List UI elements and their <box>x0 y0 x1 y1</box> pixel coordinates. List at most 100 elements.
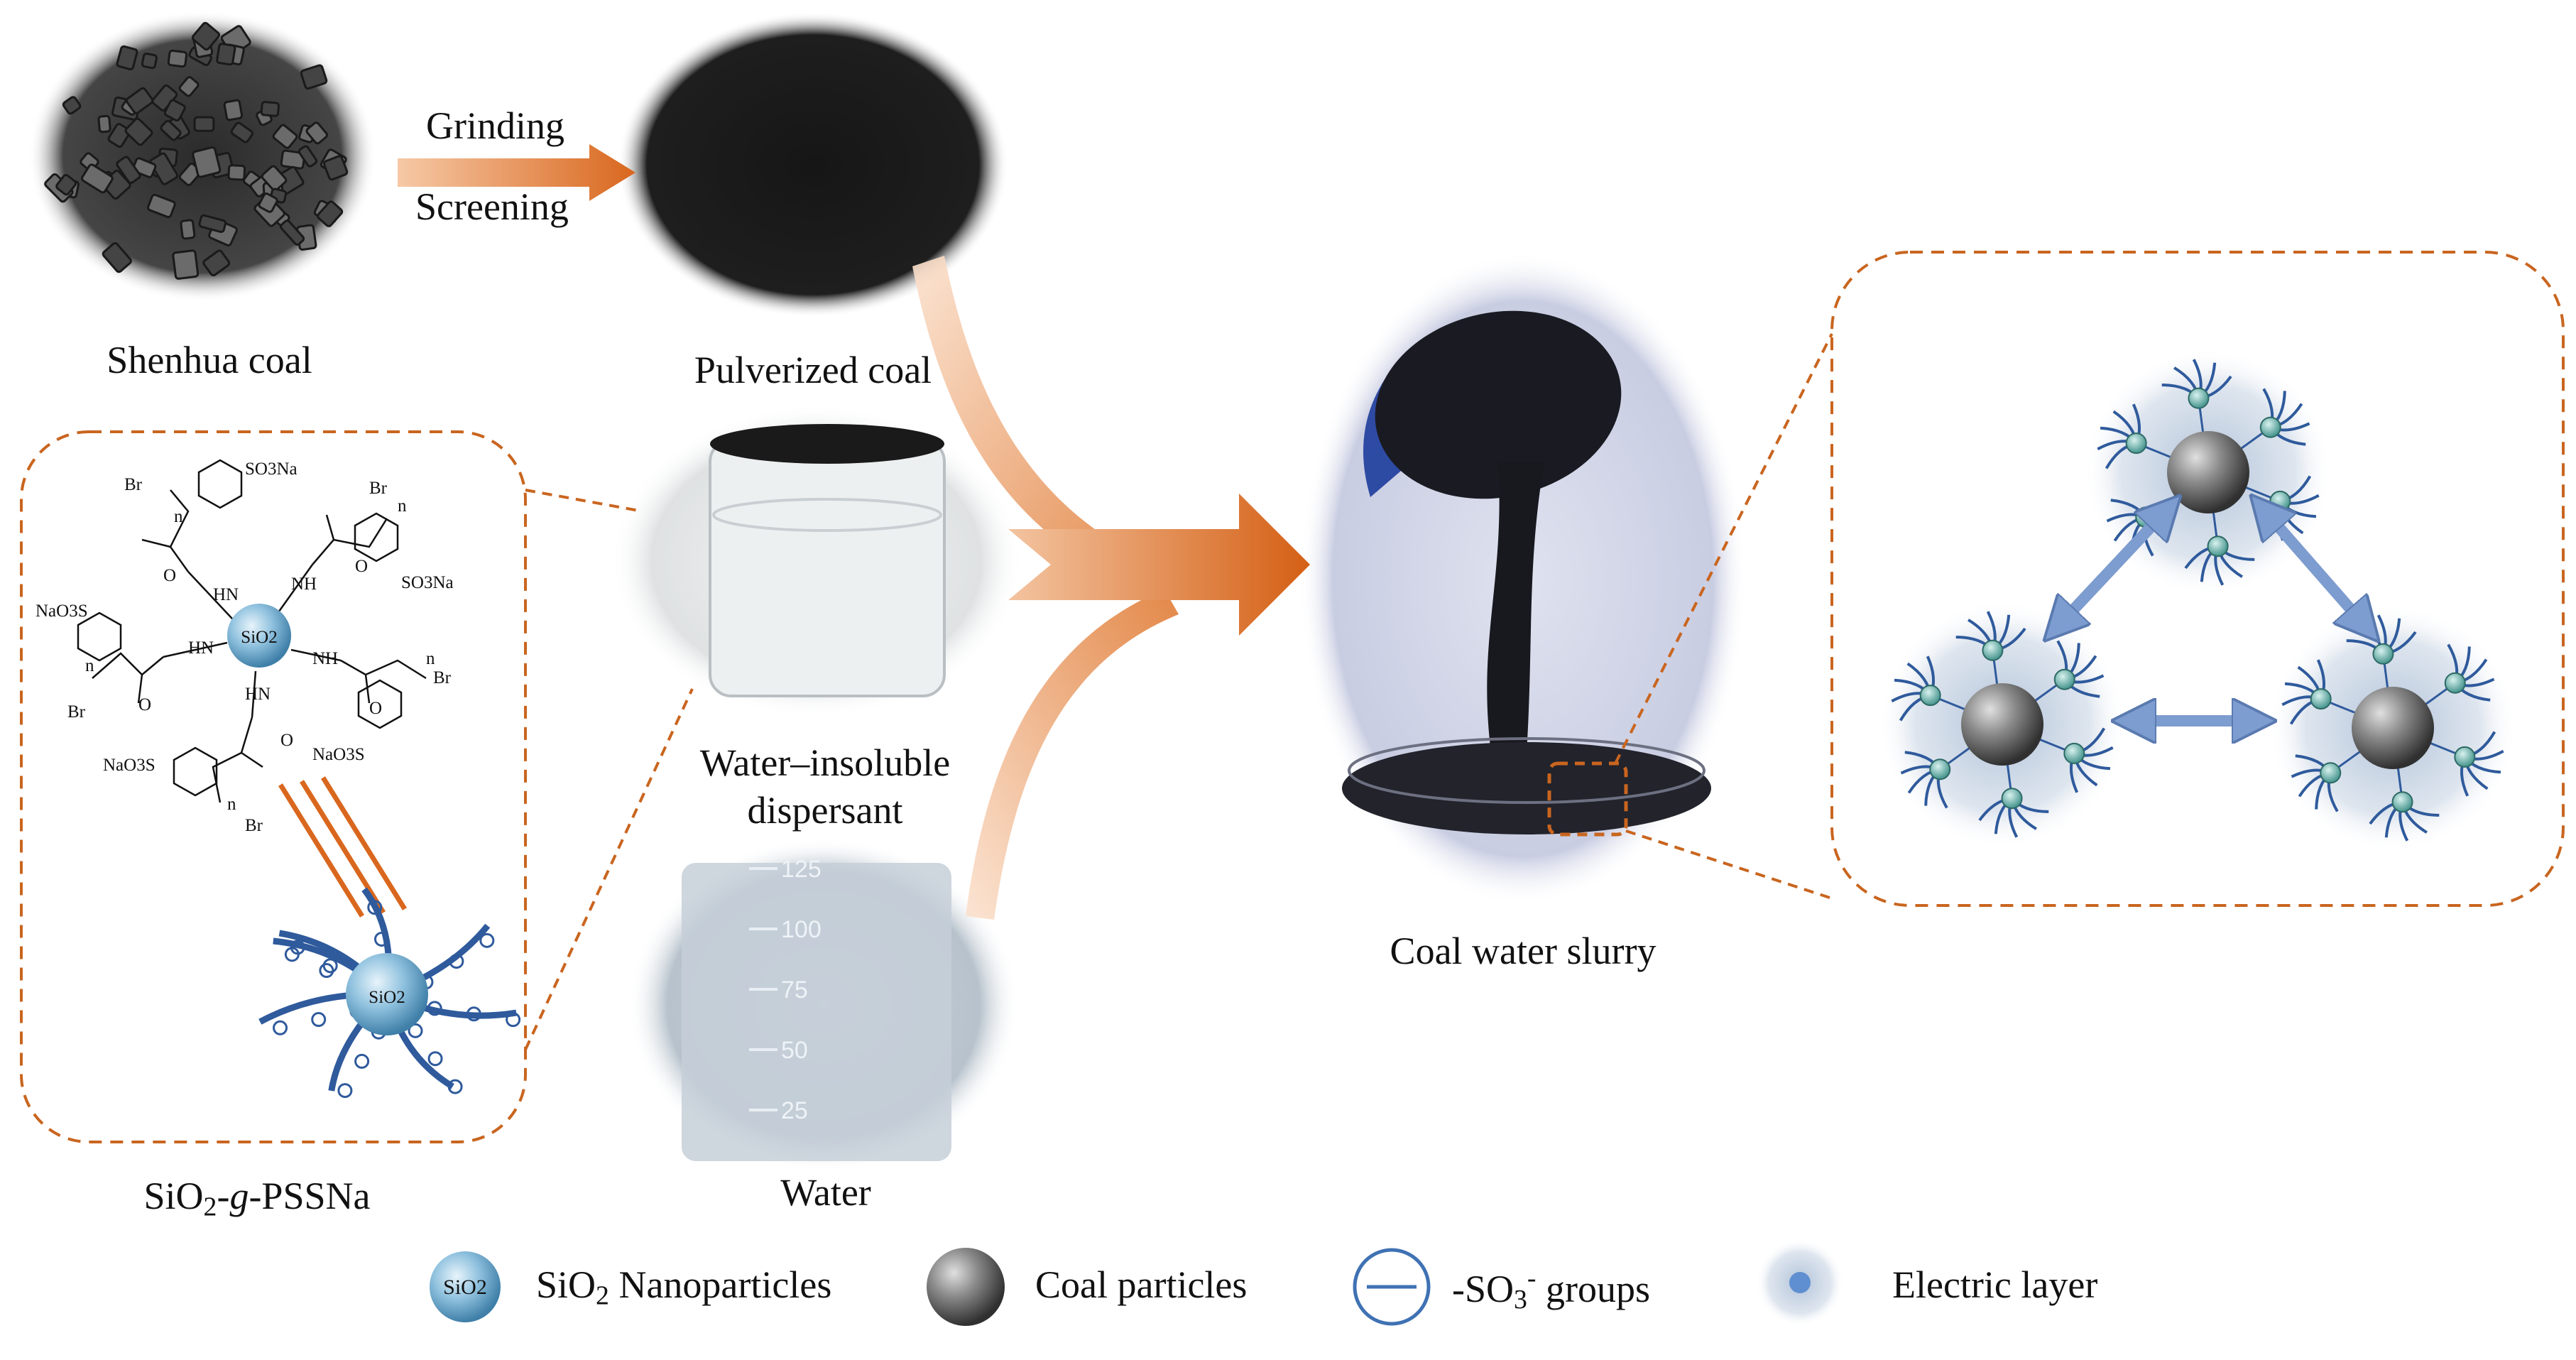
sio2-nanoparticle <box>2001 788 2023 810</box>
coal-rock <box>81 163 114 194</box>
coal-rock <box>305 121 328 145</box>
coal-water-slurry-photo <box>1299 252 1747 905</box>
legend-coal-icon <box>927 1248 1005 1326</box>
coal-rock <box>272 124 298 149</box>
coal-rock <box>193 116 215 132</box>
sio2-nanoparticle <box>2259 416 2281 438</box>
sio2-nanoparticle <box>2444 672 2466 694</box>
molecule-nh-label: NH <box>312 649 338 668</box>
coal-rock <box>191 21 221 51</box>
sulfonate-loop <box>506 1012 521 1028</box>
slurry-zoom-box <box>1547 761 1628 837</box>
coal-rock <box>258 192 278 213</box>
coal-rock <box>160 119 182 141</box>
coal-rock <box>167 49 188 68</box>
molecule-o-label: O <box>355 557 368 576</box>
sio2-nanoparticle <box>2391 791 2413 813</box>
coal-rock <box>227 164 246 181</box>
sulfonate-loop <box>466 1006 481 1022</box>
molecule-n-label: n <box>227 795 236 814</box>
sulfonate-loop <box>447 1079 463 1094</box>
coal-rock <box>107 123 131 148</box>
coal-rock <box>322 155 349 181</box>
double-arrow-right <box>2265 511 2364 625</box>
water-flow-arrow <box>966 589 1179 920</box>
coal-rock <box>102 241 132 273</box>
legend-electric-layer-dot <box>1789 1272 1811 1293</box>
coal-rock <box>280 219 305 246</box>
molecule-callout-box <box>20 430 527 1143</box>
sio2-nanoparticle <box>1919 685 1941 707</box>
molecule-o-label: O <box>163 566 176 585</box>
coal-rock <box>202 249 231 277</box>
svg-text:SiO2: SiO2 <box>443 1275 487 1299</box>
sio2-g-pssna-label: SiO2-g-PSSNa <box>143 1175 371 1222</box>
sio2-sphere <box>346 953 428 1035</box>
shenhua-coal-label: Shenhua coal <box>107 339 312 381</box>
molecule-so3na-label: SO3Na <box>245 459 298 479</box>
molecule-hn-label: HN <box>245 685 271 704</box>
molecule-n-label: n <box>398 496 407 516</box>
dispersant-beaker-photo <box>611 405 1022 717</box>
coal-rock <box>260 101 280 117</box>
molecule-so3na-label: SO3Na <box>401 573 454 592</box>
sio2-nanoparticle <box>2053 668 2075 690</box>
coal-rock <box>180 219 196 240</box>
zoom-line-top <box>1614 333 1833 764</box>
coal-rock <box>192 146 222 178</box>
pulverized-coal-label: Pulverized coal <box>694 349 932 391</box>
coal-particle-network <box>1878 348 2517 852</box>
coal-rock <box>62 96 82 115</box>
sulfonate-loop <box>374 931 390 947</box>
dispersant-label-line2: dispersant <box>747 789 903 832</box>
coal-rock <box>116 45 138 71</box>
coal-rock <box>124 117 153 146</box>
particle-callout-box <box>1830 251 2565 907</box>
coal-particle-cluster <box>2269 604 2517 852</box>
grinding-arrow <box>398 144 635 201</box>
coal-rock <box>216 43 236 66</box>
legend-sio2-label: SiO2 Nanoparticles <box>536 1263 832 1311</box>
coal-particle <box>2352 687 2434 769</box>
sio2-nanoparticle <box>2269 490 2291 512</box>
sio2-nanoparticle <box>2320 762 2342 784</box>
sulfonate-loop <box>367 900 383 915</box>
molecule-br-label: Br <box>67 702 86 722</box>
molecule-n-label: n <box>426 649 435 668</box>
coal-rock <box>149 152 179 185</box>
pulverized-coal-photo <box>618 12 1008 317</box>
grinding-label: Grinding <box>426 104 564 147</box>
shenhua-coal-photo <box>28 11 376 302</box>
coal-rock <box>163 99 186 122</box>
beaker-mark-label: 100 <box>781 916 822 943</box>
molecule-nh-label: NH <box>291 575 317 594</box>
coal-rock <box>116 156 141 184</box>
coal-rock <box>298 145 318 168</box>
sio2-nanoparticle <box>2207 535 2229 557</box>
legend-coal-label: Coal particles <box>1035 1263 1248 1306</box>
coal-rock <box>172 249 200 280</box>
molecule-br-label: Br <box>245 816 263 835</box>
callout-line-bottom <box>524 688 694 1050</box>
sulfonate-loop <box>408 1023 423 1038</box>
molecule-br-label: Br <box>369 479 388 498</box>
sio2-nanoparticle <box>2188 387 2210 409</box>
sio2-sphere-label: SiO2 <box>369 988 405 1007</box>
sulfonate-loop <box>427 1001 442 1016</box>
beaker-mark-label: 25 <box>781 1097 808 1124</box>
coal-rock <box>147 193 176 219</box>
coal-rock <box>261 165 288 192</box>
coal-rock <box>55 174 77 196</box>
coal-rock <box>141 53 158 70</box>
grafted-sio2-sphere: SiO2 <box>258 887 521 1099</box>
sulfonate-loop <box>427 1051 443 1067</box>
molecule-sio2-core <box>227 604 291 668</box>
zoom-line-bottom <box>1625 829 1833 900</box>
sio2-nanoparticle <box>2310 688 2332 710</box>
coal-rock <box>198 214 227 234</box>
coal-rock <box>317 200 344 227</box>
